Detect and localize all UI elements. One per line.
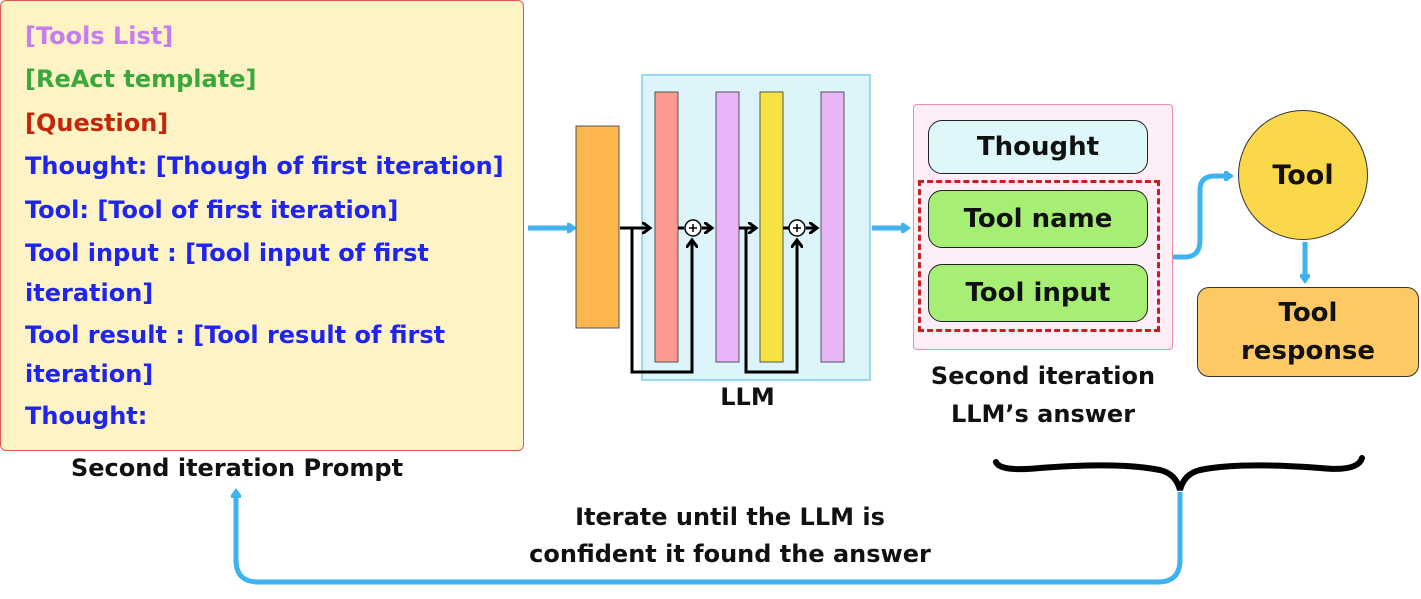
answer-caption-line2: LLM’s answer [950, 400, 1136, 428]
tool-response-line2: response [1240, 336, 1376, 366]
prompt-line-tool-input: Tool input : [Tool input of first [25, 239, 429, 267]
llm-label: LLM [720, 383, 775, 411]
answer-tool-name: Tool name [928, 190, 1148, 248]
prompt-line-tool-input-cont: iteration] [25, 279, 154, 307]
prompt-caption: Second iteration Prompt [70, 454, 404, 482]
prompt-line-question: [Question] [25, 109, 169, 137]
tool-call-group [918, 180, 1160, 332]
tool-response-line1: Tool [1278, 298, 1338, 328]
add-node-1-icon [684, 219, 702, 237]
tool-response-box: Tool response [1197, 287, 1419, 377]
residual-connection-1 [620, 228, 712, 374]
prompt-line-tools-list: [Tools List] [25, 22, 174, 50]
answer-caption-line1: Second iteration [930, 362, 1156, 390]
residual-connection-2 [739, 228, 817, 374]
loop-caption-line1: Iterate until the LLM is [575, 503, 885, 531]
prompt-box: [Tools List] [ReAct template] [Question]… [0, 0, 524, 451]
llm-layer-3 [759, 91, 784, 363]
add-node-2-icon [788, 219, 806, 237]
prompt-line-tool-result: Tool result : [Tool result of first [25, 321, 446, 349]
prompt-line-tool-result-cont: iteration] [25, 360, 154, 388]
prompt-line-thought-open: Thought: [25, 402, 148, 430]
loop-caption-line2: confident it found the answer [529, 540, 931, 568]
embedding-layer [575, 125, 620, 329]
tool-node: Tool [1238, 110, 1368, 240]
loop-back-arrow [236, 492, 1183, 585]
prompt-line-thought: Thought: [Though of first iteration] [25, 152, 504, 180]
llm-layer-4 [820, 91, 845, 363]
prompt-line-tool: Tool: [Tool of first iteration] [25, 196, 399, 224]
llm-layer-1 [654, 91, 679, 363]
answer-to-tool-arrow [1160, 176, 1230, 260]
curly-brace [993, 455, 1365, 491]
answer-thought: Thought [928, 120, 1148, 174]
prompt-line-react-template: [ReAct template] [25, 65, 257, 93]
answer-tool-input: Tool input [928, 264, 1148, 322]
llm-layer-2 [715, 91, 740, 363]
